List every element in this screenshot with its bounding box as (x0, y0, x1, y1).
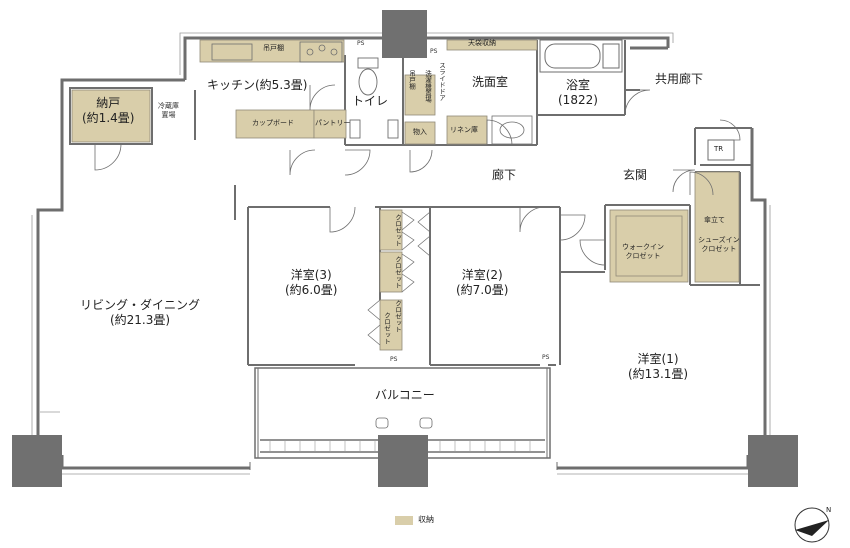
tr-box (707, 139, 735, 161)
cupboard-fill (235, 109, 315, 139)
shoes-line2: クロゼット (701, 244, 737, 253)
nando-label: 納戸 (約1.4畳) (82, 96, 134, 126)
room3-size: (約6.0畳) (285, 283, 338, 297)
monoire-fill (404, 121, 436, 145)
pillars (12, 10, 798, 487)
reizoko-line2: 置場 (161, 110, 176, 119)
room2-label: 洋室(2) (約7.0畳) (456, 268, 508, 298)
yokushitsu-label: 浴室 (1822) (558, 78, 598, 108)
reizoko-label: 冷蔵庫 置場 (158, 102, 179, 120)
svg-text:N: N (826, 506, 831, 514)
pillar-bottom-left (12, 435, 62, 487)
pillar-bottom-right (748, 435, 798, 487)
interior-walls (69, 40, 760, 366)
sentakuki-label: 洗濯機置場 (423, 70, 432, 103)
closet-c-label: クロゼット (393, 300, 402, 333)
sentakuki-fill (404, 74, 436, 116)
legend-swatch (395, 516, 413, 525)
tsurito-wash-label: 吊戸棚 (407, 70, 416, 90)
tr-mark: TR (714, 145, 724, 153)
kyoyo-label: 共用廊下 (655, 72, 704, 86)
living-size: (約21.3畳) (109, 313, 171, 327)
pantry-label: パントリー (315, 119, 351, 127)
toilet-fixture (349, 57, 399, 139)
balcony-rail (269, 440, 531, 452)
tsurito-kitchen-fill (199, 39, 345, 63)
pillar-top (382, 10, 427, 58)
roka-label: 廊下 (492, 168, 517, 182)
pillar-bottom-center (378, 435, 428, 487)
kitchen-label: キッチン(約5.3畳) (207, 78, 308, 92)
ps-mark-4: PS (542, 354, 550, 361)
tenjo-label: 天袋収納 (468, 39, 496, 47)
north-arrow-icon: N (794, 506, 831, 543)
senmen-label: 洗面室 (472, 75, 509, 89)
slidedoor-label: スライドドア (437, 62, 446, 101)
walkin-label: ウォークイン クロゼット (622, 243, 664, 261)
balcony-label: バルコニー (375, 388, 435, 402)
room3-label: 洋室(3) (約6.0畳) (285, 268, 337, 298)
linen-label: リネン庫 (450, 126, 478, 134)
legend-label: 収納 (418, 515, 434, 524)
kasatate-label: 傘立て (704, 216, 725, 224)
yokushitsu-size: (1822) (558, 93, 598, 107)
nando-fill (71, 89, 151, 143)
closet-d-label: クロゼット (382, 312, 391, 345)
walkin-line1: ウォークイン (622, 243, 664, 251)
shoes-line1: シューズイン (698, 236, 740, 244)
balcony-drains (375, 417, 433, 429)
storage-areas (71, 39, 740, 351)
living-label: リビング・ダイニング (約21.3畳) (80, 298, 200, 328)
toilet-label: トイレ (352, 94, 389, 108)
room2-name: 洋室(2) (461, 268, 503, 282)
walkin-line2: クロゼット (625, 251, 661, 260)
closet-b-label: クロゼット (393, 256, 402, 289)
reizoko-line1: 冷蔵庫 (158, 102, 179, 110)
wall-thin-lines (31, 32, 771, 475)
ps-mark-1: PS (357, 40, 365, 47)
room1-label: 洋室(1) (約13.1畳) (628, 352, 688, 382)
room1-size: (約13.1畳) (628, 367, 689, 381)
walkin-fill (609, 209, 689, 283)
shoes-label: シューズイン クロゼット (698, 236, 740, 254)
room1-name: 洋室(1) (637, 352, 679, 366)
ps-mark-3: PS (390, 356, 398, 363)
tenjo-fill (446, 39, 538, 51)
nando-size: (約1.4畳) (82, 111, 135, 125)
kitchen-counter (211, 41, 343, 63)
nando-name: 納戸 (96, 96, 121, 110)
closet-a-label: クロゼット (393, 214, 402, 247)
room3-name: 洋室(3) (290, 268, 332, 282)
pantry-fill (313, 109, 347, 139)
ps-mark-2: PS (430, 48, 438, 55)
shoes-fill (694, 171, 740, 283)
room2-size: (約7.0畳) (456, 283, 509, 297)
door-swings (94, 84, 741, 266)
wash-basin (491, 115, 533, 145)
bathtub (539, 39, 623, 73)
living-name: リビング・ダイニング (80, 298, 201, 312)
windows (249, 368, 558, 470)
monoire-label: 物入 (413, 128, 427, 136)
linen-fill (446, 115, 488, 145)
closet-doors (367, 211, 431, 346)
tsurito-kitchen-label: 吊戸棚 (263, 44, 284, 52)
walkin-inner (615, 215, 683, 277)
yokushitsu-name: 浴室 (565, 78, 590, 92)
cupboard-label: カップボード (252, 119, 294, 127)
genkan-label: 玄関 (623, 168, 648, 182)
